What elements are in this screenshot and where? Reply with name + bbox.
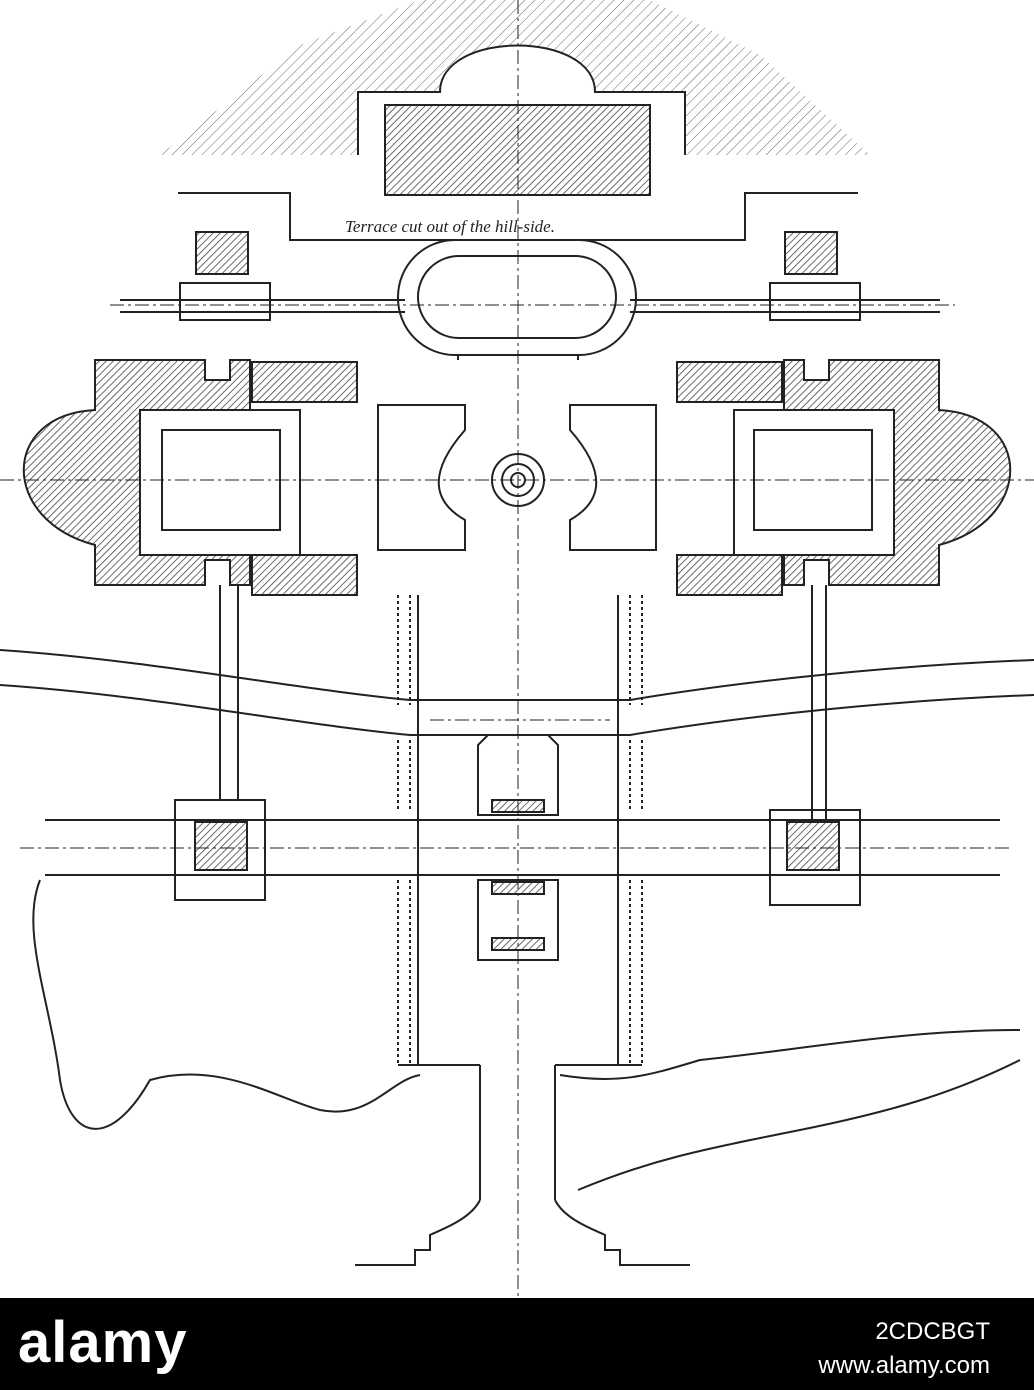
bed-left [377,404,466,551]
oval-parterre [397,239,637,356]
image-id: 2CDCBGT [875,1318,990,1345]
cross-avenue [45,819,1000,876]
site-url: www.alamy.com [818,1352,990,1379]
watermark-bar: alamy 2CDCBGT www.alamy.com [0,1298,1034,1390]
pavilion-right [786,821,840,871]
pavilion-top-right [784,231,838,275]
garden-plan-svg: Terrace cut out of the hill-side. [0,0,1034,1298]
garden-plan-drawing: Terrace cut out of the hill-side. [0,0,1034,1298]
gate-structure [477,734,559,816]
pavilion-left [194,821,248,871]
right-court [733,409,895,556]
left-court [139,409,301,556]
hillside [160,0,870,155]
terrace-annotation: Terrace cut out of the hill-side. [345,217,555,236]
drive [0,649,1034,701]
pavilion-top-left [195,231,249,275]
bed-right [569,404,657,551]
approach-drive [479,1065,556,1200]
lower-bed [477,879,559,961]
brand-logo: alamy [18,1310,188,1375]
stream [32,879,421,1130]
